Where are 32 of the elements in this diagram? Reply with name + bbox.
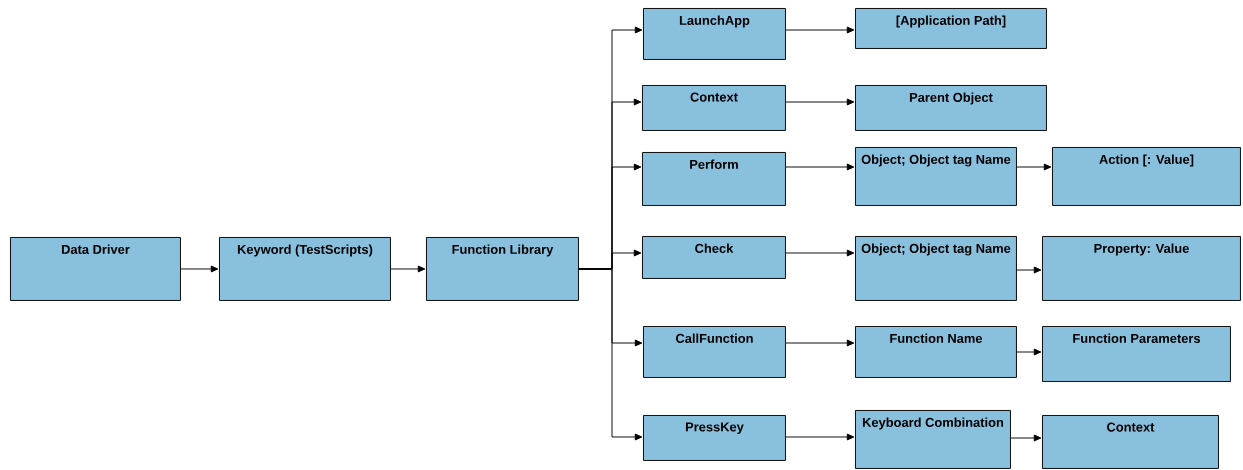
process-box: Property: Value — [1042, 236, 1241, 301]
process-box: Parent Object — [855, 85, 1047, 131]
arrow — [1016, 266, 1042, 274]
process-box: PressKey — [643, 415, 786, 461]
process-box: CallFunction — [643, 326, 786, 378]
arrow — [390, 265, 426, 273]
arrow — [180, 265, 219, 273]
arrow — [785, 163, 855, 171]
process-box: Object; Object tag Name — [855, 236, 1017, 301]
process-box: Keyword (TestScripts) — [219, 237, 391, 301]
arrow — [785, 339, 855, 347]
process-box: Data Driver — [10, 237, 181, 301]
process-box: Perform — [642, 152, 786, 206]
arrow — [578, 268, 643, 441]
arrow — [1016, 163, 1052, 171]
process-box: Check — [642, 236, 786, 279]
arrow — [785, 433, 855, 441]
arrow — [785, 26, 855, 34]
process-box: Action [: Value] — [1052, 147, 1241, 206]
process-box: Function Library — [426, 237, 579, 301]
arrow — [1010, 434, 1042, 442]
arrow — [1016, 348, 1042, 356]
process-box: Context — [1042, 415, 1219, 469]
process-box: Function Name — [855, 326, 1017, 378]
process-box: Context — [642, 85, 786, 131]
arrow — [785, 249, 855, 257]
process-box: [Application Path] — [855, 8, 1047, 49]
process-box: LaunchApp — [643, 8, 786, 60]
process-box: Function Parameters — [1042, 326, 1231, 382]
process-box: Keyboard Combination — [855, 410, 1011, 469]
process-box: Object; Object tag Name — [855, 147, 1017, 206]
arrow — [785, 98, 855, 106]
